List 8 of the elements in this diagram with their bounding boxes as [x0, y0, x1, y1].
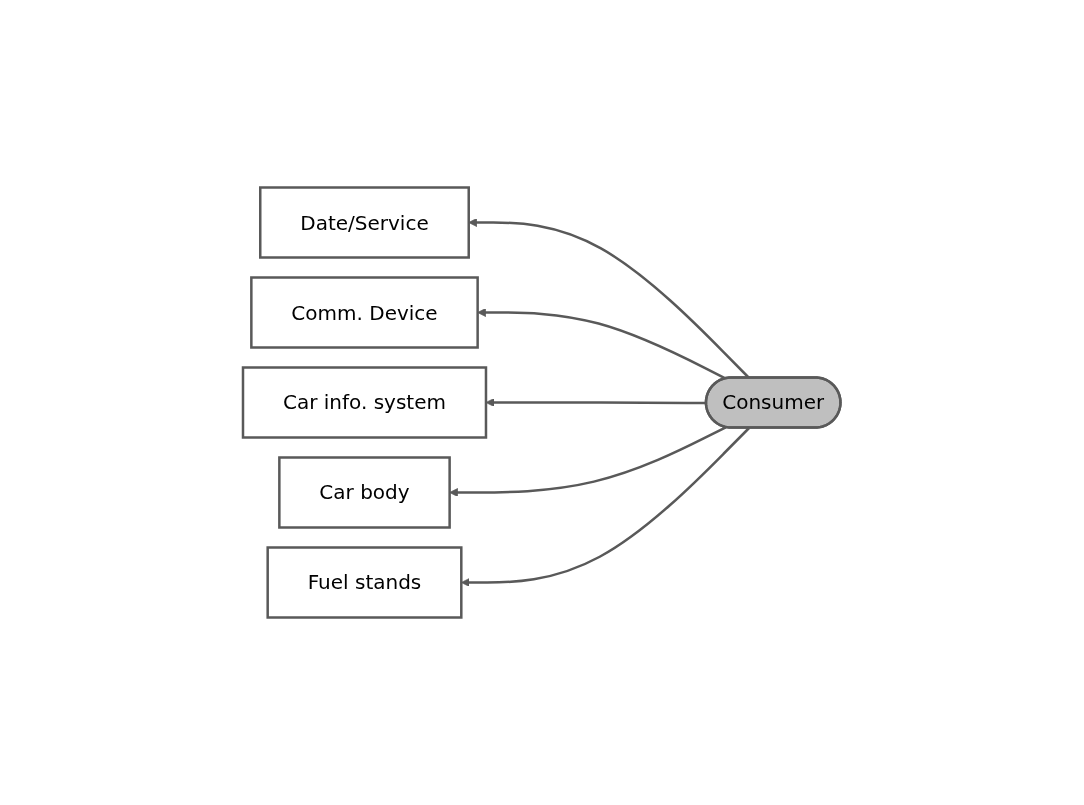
node-box: Comm. Device	[250, 276, 480, 349]
arrow	[461, 427, 751, 587]
arrow	[477, 308, 727, 380]
arrow	[449, 426, 727, 497]
node-box: Car body	[278, 456, 452, 529]
node-box: Date/Service	[259, 186, 471, 259]
node-box: Car info. system	[242, 366, 488, 439]
node-box: Fuel stands	[266, 546, 463, 619]
